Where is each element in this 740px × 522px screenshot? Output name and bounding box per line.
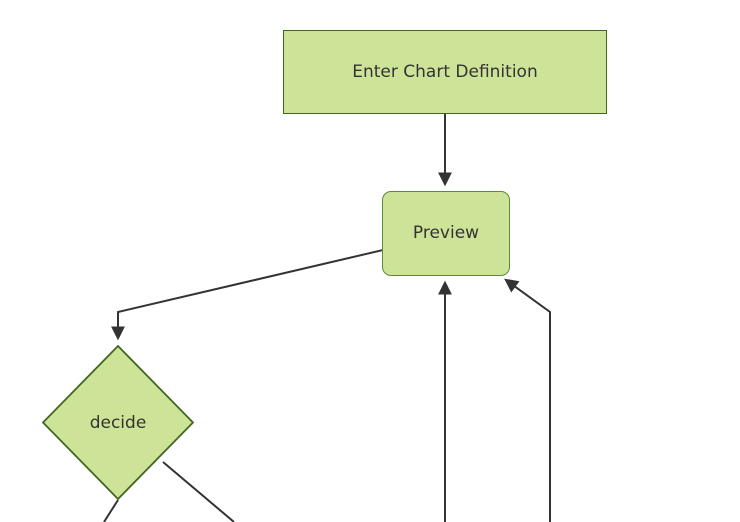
diamond-shape bbox=[42, 345, 194, 500]
node-label: Enter Chart Definition bbox=[352, 61, 538, 82]
edge-decide-out-left bbox=[103, 499, 119, 522]
edge-preview-to-decide bbox=[111, 249, 384, 341]
node-preview[interactable]: Preview bbox=[382, 191, 510, 276]
node-decide[interactable]: decide bbox=[42, 345, 194, 500]
node-label: Preview bbox=[412, 223, 480, 244]
edge-return-right-to-preview bbox=[504, 278, 551, 522]
node-label-wrapper: decide bbox=[42, 345, 194, 500]
node-label: decide bbox=[89, 412, 147, 433]
edge-decide-out-right bbox=[162, 461, 235, 522]
node-enter-chart-definition[interactable]: Enter Chart Definition bbox=[283, 30, 607, 114]
